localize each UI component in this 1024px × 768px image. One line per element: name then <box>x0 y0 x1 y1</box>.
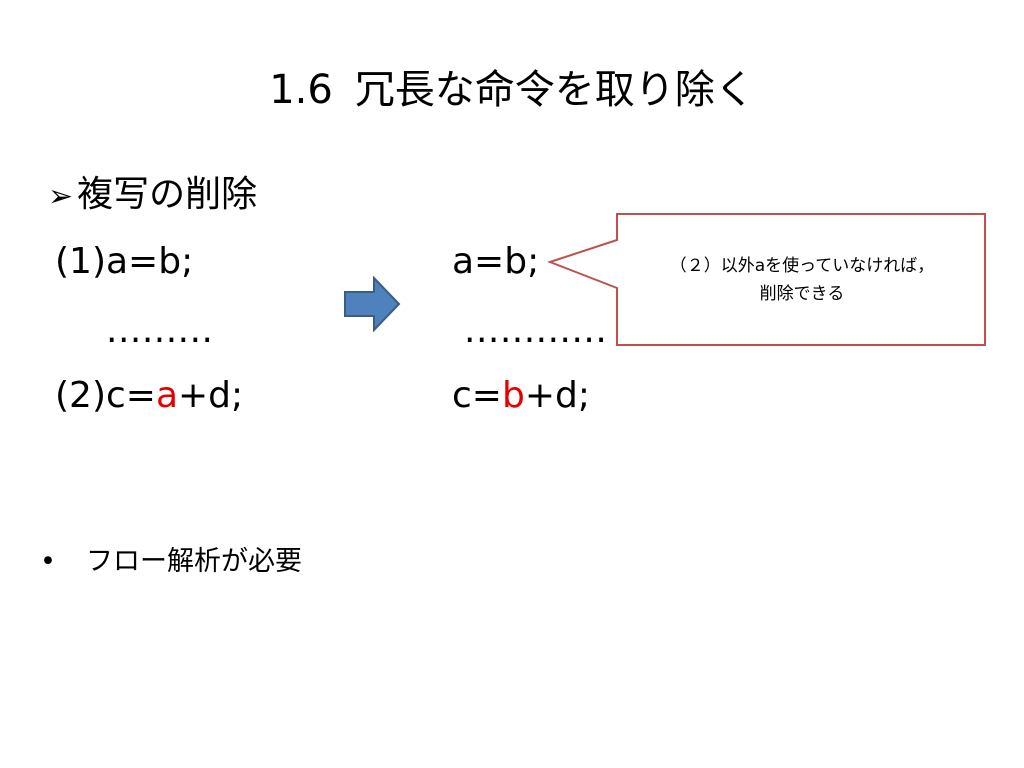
footer-bullet: • フロー解析が必要 <box>40 542 302 582</box>
after-line-3-prefix: c= <box>452 375 502 416</box>
callout-line-2: 削除できる <box>759 284 845 304</box>
callout-line-1: （２）以外aを使っていなければ， <box>669 256 935 276</box>
bullet-dot-icon: • <box>40 546 56 577</box>
callout-box <box>547 213 986 346</box>
after-highlight-var: b <box>501 375 525 416</box>
section-heading-text: 複写の削除 <box>77 174 258 215</box>
before-highlight-var: a <box>155 375 179 416</box>
footer-bullet-text: フロー解析が必要 <box>86 546 302 577</box>
after-line-1: a=b; <box>452 241 540 282</box>
after-line-3-suffix: +d; <box>524 375 590 416</box>
before-line-2: ......... <box>106 310 214 351</box>
title-number: 1.6 <box>269 67 333 113</box>
before-line-3: (2)c=a+d; <box>55 372 243 420</box>
before-line-1: (1)a=b; <box>55 241 194 282</box>
arrow-bullet-icon: ➢ <box>48 179 74 214</box>
after-line-3: c=b+d; <box>452 372 590 420</box>
before-line-3-suffix: +d; <box>178 375 244 416</box>
title-text: 冗長な命令を取り除く <box>354 67 755 113</box>
right-arrow-icon <box>344 275 401 333</box>
before-line-3-prefix: (2)c= <box>55 375 156 416</box>
after-line-2: ............ <box>464 310 608 351</box>
slide-title: 1.6 冗長な命令を取り除く <box>0 62 1024 118</box>
callout-text: （２）以外aを使っていなければ， 削除できる <box>626 252 978 308</box>
section-heading: ➢複写の削除 <box>48 170 257 222</box>
